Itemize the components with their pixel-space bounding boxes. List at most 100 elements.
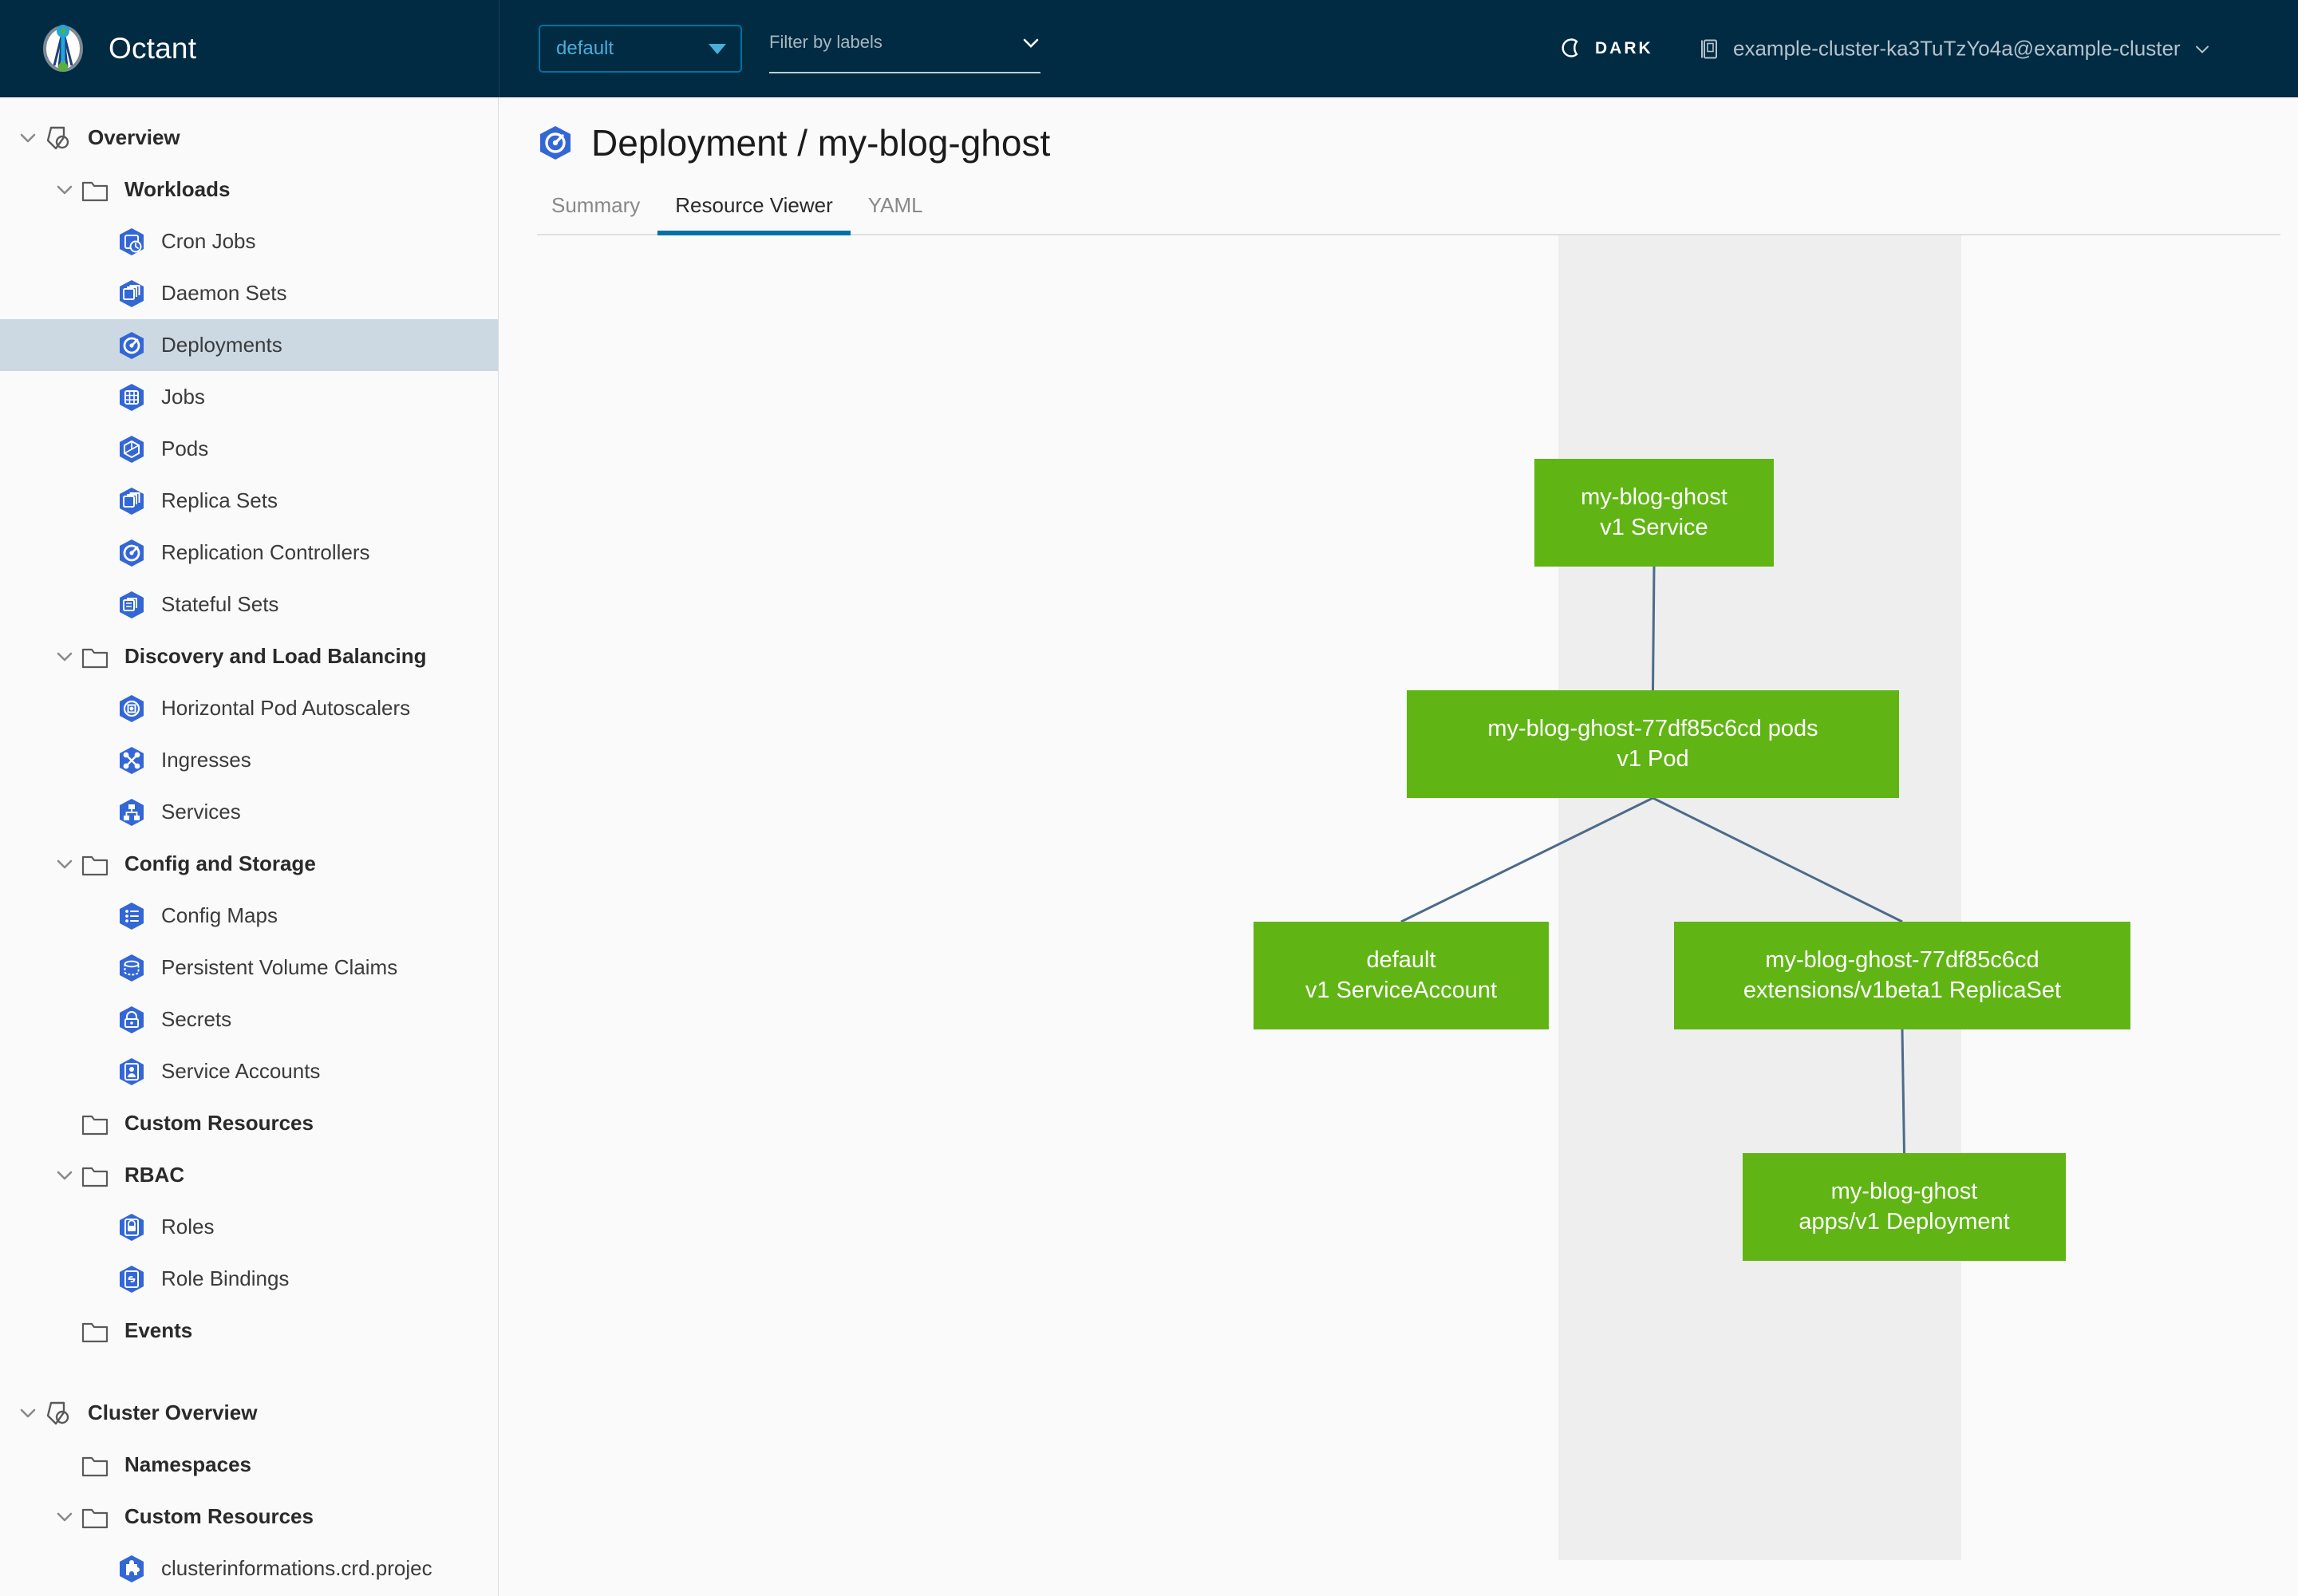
brand[interactable]: Octant — [0, 24, 499, 73]
sidebar-item-workloads[interactable]: Workloads — [0, 164, 498, 215]
app-header: Octant default Filter by labels DARK — [0, 0, 2298, 97]
page-header: Deployment / my-blog-ghost — [537, 97, 2298, 164]
sidebar-item-discovery-and-load-balancing[interactable]: Discovery and Load Balancing — [0, 630, 498, 682]
graph-node-pod[interactable]: my-blog-ghost-77df85c6cd pods v1 Pod — [1407, 690, 1899, 798]
folder-icon — [80, 1450, 110, 1480]
sidebar-item-label: Jobs — [161, 385, 205, 409]
sidebar-item-label: Service Accounts — [161, 1059, 321, 1083]
sidebar-item-label: Custom Resources — [124, 1111, 314, 1135]
sidebar-item-pods[interactable]: Pods — [0, 423, 498, 475]
sidebar-item-secrets[interactable]: Secrets — [0, 994, 498, 1045]
resource-detail-pane — [1558, 235, 1961, 1560]
cluster-icon — [1700, 37, 1720, 61]
sidebar-item-namespaces[interactable]: Namespaces — [0, 1439, 498, 1491]
sidebar-item-ingresses[interactable]: Ingresses — [0, 734, 498, 786]
graph-node-name: my-blog-ghost-77df85c6cd — [1765, 947, 2039, 974]
sidebar-item-custom-resources[interactable]: Custom Resources — [0, 1491, 498, 1543]
k8s-crd-icon — [116, 1554, 147, 1584]
folder-icon — [80, 1316, 110, 1346]
octant-logo-icon — [38, 24, 88, 73]
tab-resource-viewer[interactable]: Resource Viewer — [657, 193, 851, 235]
graph-node-kind: v1 Pod — [1617, 745, 1689, 772]
sidebar-item-deployments[interactable]: Deployments — [0, 319, 498, 371]
sidebar-item-label: Stateful Sets — [161, 592, 279, 616]
folder-icon — [80, 849, 110, 879]
sidebar-item-label: Ingresses — [161, 748, 251, 772]
labels-filter-input[interactable]: Filter by labels — [769, 24, 1040, 73]
k8s-rolebinding-icon — [116, 1264, 147, 1294]
sidebar-item-label: Replication Controllers — [161, 540, 370, 564]
sidebar-item-role-bindings[interactable]: Role Bindings — [0, 1253, 498, 1305]
sidebar-item-config-maps[interactable]: Config Maps — [0, 890, 498, 942]
graph-edge-rs-dep — [1901, 1029, 1905, 1154]
folder-icon — [80, 1160, 110, 1191]
chevron-down-icon[interactable] — [49, 849, 80, 879]
k8s-replicationcontroller-icon — [116, 538, 147, 568]
cluster-context-label: example-cluster-ka3TuTzYo4a@example-clus… — [1733, 36, 2181, 61]
sidebar-item-overview[interactable]: Overview — [0, 112, 498, 164]
chevron-down-icon[interactable] — [13, 1398, 43, 1428]
chevron-down-icon[interactable] — [49, 642, 80, 672]
sidebar-item-label: Cluster Overview — [88, 1400, 258, 1424]
sidebar-item-label: Services — [161, 800, 241, 824]
sidebar-item-jobs[interactable]: Jobs — [0, 371, 498, 423]
tab-summary[interactable]: Summary — [551, 193, 641, 217]
theme-toggle-button[interactable]: DARK — [1560, 37, 1653, 61]
sidebar-item-roles[interactable]: Roles — [0, 1201, 498, 1253]
overview-icon — [43, 1398, 73, 1428]
graph-node-name: my-blog-ghost-77df85c6cd pods — [1487, 716, 1818, 742]
brand-title: Octant — [109, 32, 197, 65]
sidebar-item-label: Config and Storage — [124, 851, 316, 875]
chevron-down-icon[interactable] — [1021, 34, 1040, 53]
sidebar-item-replication-controllers[interactable]: Replication Controllers — [0, 527, 498, 579]
sidebar-item-custom-resources[interactable]: Custom Resources — [0, 1097, 498, 1149]
sidebar-item-daemon-sets[interactable]: Daemon Sets — [0, 267, 498, 319]
graph-node-kind: v1 ServiceAccount — [1305, 977, 1498, 1003]
k8s-cronjob-icon — [116, 227, 147, 257]
chevron-down-icon[interactable] — [13, 123, 43, 153]
graph-edges — [1400, 566, 1905, 1154]
graph-node-kind: v1 Service — [1600, 514, 1708, 540]
sidebar-item-label: Events — [124, 1318, 193, 1342]
chevron-down-icon[interactable] — [49, 175, 80, 205]
cluster-context-select[interactable]: example-cluster-ka3TuTzYo4a@example-clus… — [1700, 37, 2211, 61]
chevron-down-icon[interactable] — [49, 1502, 80, 1532]
sidebar-item-cron-jobs[interactable]: Cron Jobs — [0, 215, 498, 267]
sidebar-item-services[interactable]: Services — [0, 786, 498, 838]
sidebar-item-persistent-volume-claims[interactable]: Persistent Volume Claims — [0, 942, 498, 994]
sidebar-item-cluster-overview[interactable]: Cluster Overview — [0, 1387, 498, 1439]
sidebar-item-label: Secrets — [161, 1007, 232, 1031]
nav-spacer — [0, 1357, 498, 1387]
k8s-daemonset-icon — [116, 279, 147, 309]
sidebar-item-rbac[interactable]: RBAC — [0, 1149, 498, 1201]
sidebar-item-horizontal-pod-autoscalers[interactable]: Horizontal Pod Autoscalers — [0, 682, 498, 734]
folder-icon — [80, 175, 110, 205]
chevron-down-icon — [2193, 40, 2211, 57]
sidebar-item-label: Custom Resources — [124, 1504, 314, 1528]
k8s-serviceaccount-icon — [116, 1057, 147, 1087]
tab-yaml[interactable]: YAML — [867, 193, 923, 217]
sidebar-item-label: Persistent Volume Claims — [161, 955, 398, 979]
k8s-secret-icon — [116, 1005, 147, 1035]
overview-icon — [43, 123, 73, 153]
chevron-down-icon[interactable] — [49, 1160, 80, 1191]
sidebar-item-label: Horizontal Pod Autoscalers — [161, 696, 411, 720]
sidebar-item-service-accounts[interactable]: Service Accounts — [0, 1045, 498, 1097]
sidebar-item-config-and-storage[interactable]: Config and Storage — [0, 838, 498, 890]
sidebar-item-replica-sets[interactable]: Replica Sets — [0, 475, 498, 527]
k8s-replicaset-icon — [116, 486, 147, 516]
sidebar-item-stateful-sets[interactable]: Stateful Sets — [0, 579, 498, 630]
sidebar-item-events[interactable]: Events — [0, 1305, 498, 1357]
theme-toggle-label: DARK — [1595, 39, 1653, 57]
sidebar-item-clusterinformations-crd-projec[interactable]: clusterinformations.crd.projec — [0, 1543, 498, 1594]
namespace-select[interactable]: default — [539, 25, 742, 73]
